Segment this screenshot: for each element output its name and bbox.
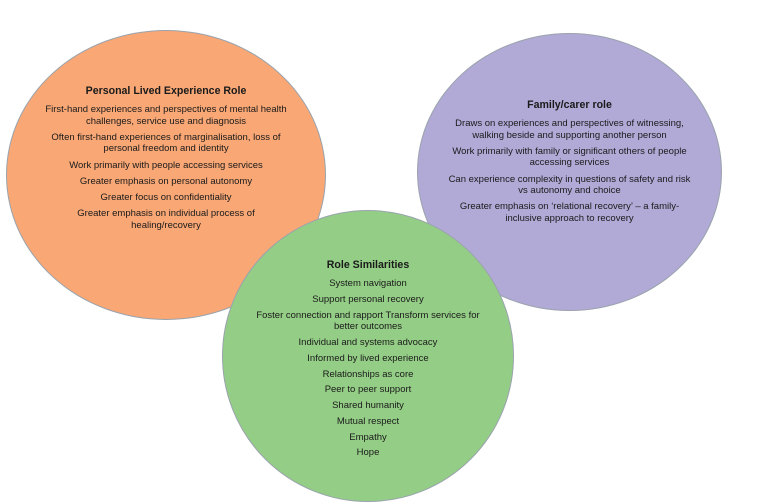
personal-role-item: Greater focus on confidentiality — [100, 191, 232, 203]
family-role-item: Work primarily with family or significan… — [452, 145, 687, 169]
family-role-item: Draws on experiences and perspectives of… — [455, 118, 684, 141]
personal-role-title: Personal Lived Experience Role — [85, 85, 247, 97]
family-role-item: Greater emphasis on ‘relational recovery… — [459, 201, 680, 224]
personal-role-item: Work primarily with people accessing ser… — [69, 159, 263, 171]
similarity-item: Peer to peer support — [324, 384, 412, 396]
personal-role-item: First-hand experiences and perspectives … — [45, 104, 287, 127]
similarity-item: Hope — [356, 447, 380, 459]
similarity-item: System navigation — [329, 278, 407, 289]
similarity-item: Relationships as core — [322, 368, 414, 380]
similarities-title: Role Similarities — [326, 259, 410, 271]
personal-role-item: Often first-hand experiences of marginal… — [51, 131, 281, 155]
personal-role-list: First-hand experiences and perspectives … — [43, 104, 289, 236]
family-role-list: Draws on experiences and perspectives of… — [448, 118, 691, 229]
similarity-item: Informed by lived experience — [307, 352, 429, 364]
similarity-item: Mutual respect — [336, 415, 400, 427]
similarity-item: Empathy — [349, 431, 387, 443]
similarity-item: Shared humanity — [332, 400, 404, 412]
similarity-item: Foster connection and rapport Transform … — [256, 309, 480, 333]
similarity-item: Individual and systems advocacy — [298, 336, 438, 348]
personal-role-item: Greater emphasis on personal autonomy — [79, 175, 253, 187]
personal-role-item: Greater emphasis on individual process o… — [77, 208, 255, 231]
similarity-item: Support personal recovery — [312, 293, 424, 305]
family-role-item: Can experience complexity in questions o… — [448, 173, 691, 197]
personal-lived-experience-circle: Personal Lived Experience Role First-han… — [6, 30, 326, 320]
family-role-title: Family/carer role — [527, 99, 612, 111]
